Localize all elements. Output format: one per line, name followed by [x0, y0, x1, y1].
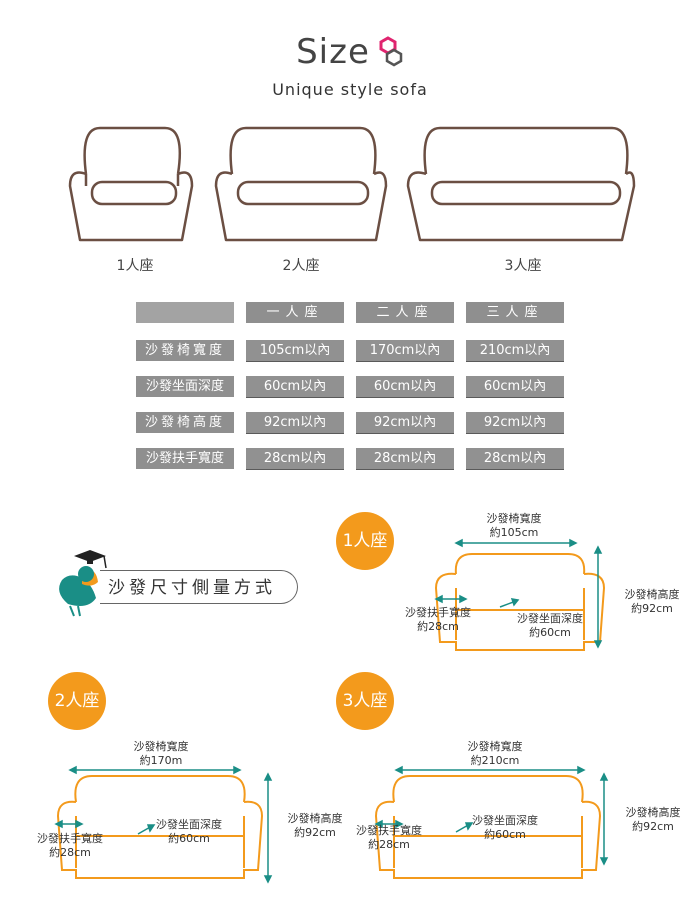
diagram-3-width-label: 沙發椅寬度約210cm	[467, 740, 523, 767]
diagram-2-arm-label: 沙發扶手寬度約28cm	[37, 832, 103, 859]
sofa-3-seat-icon	[406, 126, 636, 242]
table-header-1: 一人座	[246, 302, 344, 323]
table-cell: 60cm以內	[246, 376, 344, 398]
sofa-label-3: 3人座	[504, 258, 542, 274]
diagram-3-depth-label: 沙發坐面深度約60cm	[472, 814, 538, 841]
diagram-1-measure-arrows	[434, 538, 603, 649]
badge-1-seat: 1人座	[336, 512, 394, 570]
measurement-method-title: 沙發尺寸側量方式	[100, 570, 298, 604]
badge-3-seat: 3人座	[336, 672, 394, 730]
table-cell: 28cm以內	[246, 448, 344, 470]
table-cell: 60cm以內	[466, 376, 564, 398]
diagram-3-measure-arrows	[374, 765, 609, 866]
badge-2-seat: 2人座	[48, 672, 106, 730]
sofa-label-2: 2人座	[282, 258, 320, 274]
diagram-3-height-label: 沙發椅高度約92cm	[625, 806, 681, 833]
diagram-2-measure-arrows	[54, 765, 273, 884]
table-header-2: 二人座	[356, 302, 454, 323]
diagram-1-arm-label: 沙發扶手寬度約28cm	[405, 606, 471, 633]
table-cell: 60cm以內	[356, 376, 454, 398]
table-row-label: 沙發椅寬度	[136, 340, 234, 361]
table-cell: 210cm以內	[466, 340, 564, 362]
table-cell: 92cm以內	[356, 412, 454, 434]
table-cell: 105cm以內	[246, 340, 344, 362]
table-row-label: 沙發椅高度	[136, 412, 234, 433]
diagram-2-depth-label: 沙發坐面深度約60cm	[156, 818, 222, 845]
sofa-1-seat-icon	[68, 126, 194, 242]
table-cell: 92cm以內	[466, 412, 564, 434]
page-subtitle: Unique style sofa	[272, 80, 428, 99]
graduate-bird-icon	[59, 550, 107, 617]
diagram-1-depth-label: 沙發坐面深度約60cm	[517, 612, 583, 639]
table-row-label: 沙發扶手寬度	[136, 448, 234, 469]
table-cell: 170cm以內	[356, 340, 454, 362]
title-text: Size	[296, 32, 370, 72]
diagram-2-height-label: 沙發椅高度約92cm	[287, 812, 343, 839]
sofa-outlines	[68, 126, 636, 242]
diagram-2-sofa-outline	[56, 775, 264, 879]
table-cell: 28cm以內	[466, 448, 564, 470]
table-cell: 92cm以內	[246, 412, 344, 434]
table-header-3: 三人座	[466, 302, 564, 323]
diagram-3-arm-label: 沙發扶手寬度約28cm	[356, 824, 422, 851]
sofa-label-1: 1人座	[116, 258, 154, 274]
table-corner	[136, 302, 234, 323]
sofa-2-seat-icon	[214, 126, 388, 242]
hexagon-logo-icon	[379, 36, 403, 67]
diagram-2-width-label: 沙發椅寬度約170m	[133, 740, 189, 767]
page-title: Size	[0, 32, 700, 72]
diagram-1-width-label: 沙發椅寬度約105cm	[486, 512, 542, 539]
diagram-1-height-label: 沙發椅高度約92cm	[624, 588, 680, 615]
diagram-3-sofa-outline	[374, 775, 602, 879]
table-cell: 28cm以內	[356, 448, 454, 470]
table-row-label: 沙發坐面深度	[136, 376, 234, 397]
